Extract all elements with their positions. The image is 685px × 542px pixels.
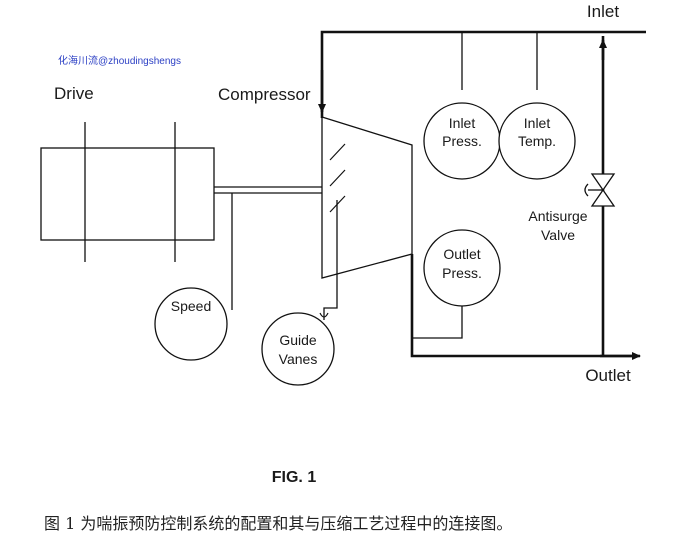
compressor-body: [321, 116, 413, 279]
inlet-pipe: [320, 30, 646, 118]
speed-label: Speed: [171, 298, 211, 314]
inlet-temp-label-1: Inlet: [524, 115, 551, 131]
figure-caption: 图 1 为喘振预防控制系统的配置和其与压缩工艺过程中的连接图。: [44, 514, 513, 533]
guide-vanes-label-2: Vanes: [279, 351, 318, 367]
outlet-press-label-2: Press.: [442, 265, 482, 281]
outlet-press-label-1: Outlet: [443, 246, 480, 262]
inlet-press-label-1: Inlet: [449, 115, 476, 131]
watermark-text: 化海川流@zhoudingshengs: [58, 54, 181, 67]
inlet-temp-label-2: Temp.: [518, 133, 556, 149]
compressor-label: Compressor: [218, 85, 311, 104]
inlet-label: Inlet: [587, 2, 619, 21]
inlet-press-label-2: Press.: [442, 133, 482, 149]
antisurge-label-1: Antisurge: [528, 208, 587, 224]
outlet-pipe: [410, 254, 636, 358]
outlet-press-tap: [412, 306, 463, 339]
antisurge-valve-icon: [584, 173, 616, 207]
drive-box: [40, 122, 215, 262]
drive-shaft: [214, 186, 322, 194]
outlet-label: Outlet: [585, 366, 631, 385]
inlet-temp-circle: [498, 102, 576, 180]
guide-vanes-actuator-icon: [319, 312, 329, 318]
guide-vanes-circle: [261, 312, 335, 386]
antisurge-label-2: Valve: [541, 227, 575, 243]
drive-label: Drive: [54, 84, 94, 103]
figure-label: FIG. 1: [272, 469, 317, 486]
speed-sensor-circle: [154, 287, 228, 361]
guide-vanes-label-1: Guide: [279, 332, 317, 348]
guide-vanes-linkage: [323, 200, 338, 320]
